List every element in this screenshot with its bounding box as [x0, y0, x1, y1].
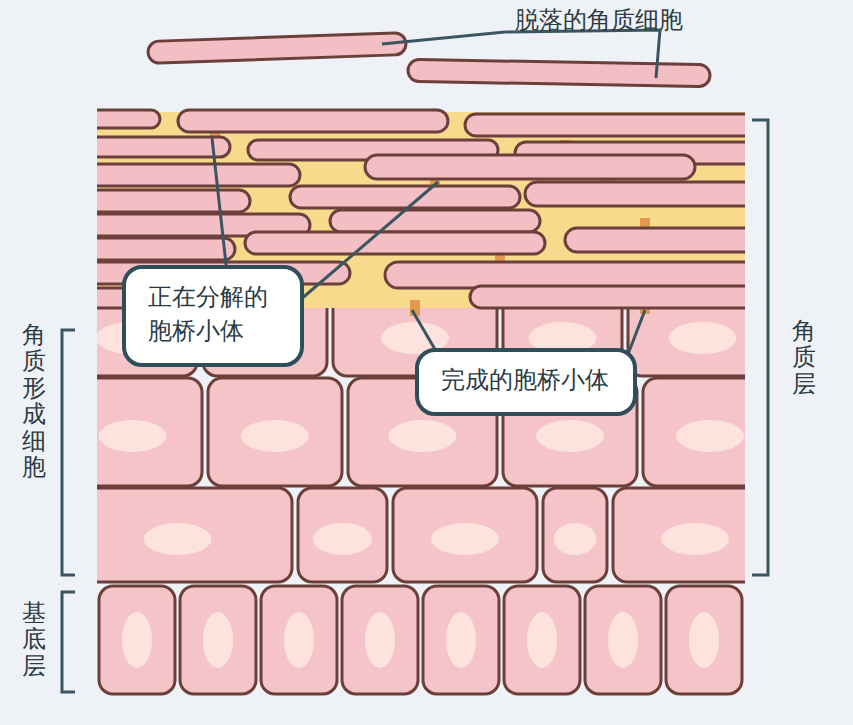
nucleus [203, 612, 233, 668]
basal-cell [504, 586, 580, 694]
keratinocyte [643, 378, 745, 486]
shed-cells [148, 33, 710, 87]
corneocyte [97, 110, 160, 128]
corneocyte [97, 238, 235, 260]
basal-cell [585, 586, 661, 694]
leader-line [300, 182, 438, 300]
nucleus [144, 523, 212, 555]
leader-line [505, 30, 660, 78]
basal-cell [342, 586, 418, 694]
shed-corneocyte [148, 33, 407, 64]
shed-corneocyte [408, 59, 710, 86]
keratinocyte [393, 488, 537, 582]
corneocyte [178, 110, 448, 132]
nucleus [676, 420, 744, 452]
corneocyte [365, 155, 695, 179]
callout-text: 正在分解的 胞桥小体 [148, 281, 275, 348]
callout-text: 完成的胞桥小体 [441, 364, 611, 398]
basal-cell [99, 586, 175, 694]
nucleus [669, 322, 737, 354]
bracket [62, 330, 75, 575]
nucleus [389, 420, 457, 452]
corneocyte [525, 182, 745, 206]
shed-cells-label: 脱落的角质细胞 [515, 6, 683, 35]
corneocyte [465, 114, 745, 136]
layer-label: 基底层 [22, 600, 46, 679]
nucleus [284, 612, 314, 668]
nucleus [122, 612, 152, 668]
nucleus [661, 523, 729, 555]
basal-cell [666, 586, 742, 694]
keratinocyte [613, 488, 745, 582]
nucleus [527, 612, 557, 668]
corneocyte [97, 164, 300, 186]
corneocyte [290, 186, 520, 208]
brackets [62, 120, 768, 692]
nucleus [689, 612, 719, 668]
keratinocyte [298, 488, 387, 582]
corneocyte [245, 232, 545, 254]
layer-label: 角质形成细胞 [22, 322, 46, 480]
basal-cell [180, 586, 256, 694]
keratinocyte [97, 378, 202, 486]
basal-cell [423, 586, 499, 694]
nucleus [241, 420, 309, 452]
corneocyte [330, 210, 540, 232]
nucleus [313, 523, 372, 555]
corneocyte [385, 262, 745, 288]
callout-box: 完成的胞桥小体 [415, 348, 637, 416]
nucleus [365, 612, 395, 668]
callout-box: 正在分解的 胞桥小体 [122, 265, 304, 367]
nucleus [608, 612, 638, 668]
nucleus [446, 612, 476, 668]
corneocyte [470, 286, 745, 308]
bracket [752, 120, 768, 575]
layer-label: 角质层 [792, 318, 816, 397]
skin-layers [97, 110, 745, 694]
nucleus [431, 523, 499, 555]
keratinocyte [97, 488, 292, 582]
keratinocyte [543, 488, 607, 582]
keratinocyte [208, 378, 342, 486]
nucleus [99, 420, 167, 452]
bracket [62, 592, 75, 692]
nucleus [554, 523, 597, 555]
leader-line [382, 32, 505, 44]
corneocyte [565, 228, 745, 252]
corneocyte [97, 137, 230, 157]
corneocyte [97, 190, 250, 212]
nucleus [536, 420, 604, 452]
basal-cell [261, 586, 337, 694]
